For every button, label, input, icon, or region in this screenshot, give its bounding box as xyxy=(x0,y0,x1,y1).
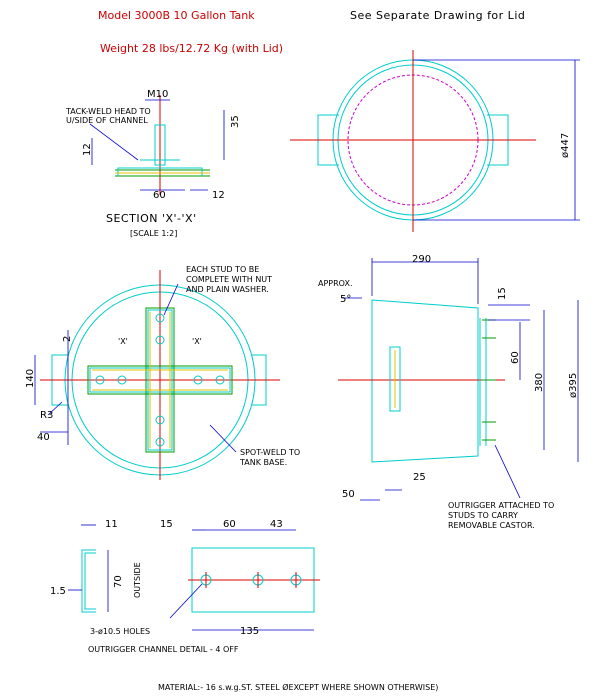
stud-note-2: COMPLETE WITH NUT xyxy=(186,275,272,284)
tack-weld-note-2: U/SIDE OF CHANNEL xyxy=(66,116,148,125)
dim-70: 70 xyxy=(113,575,124,588)
tack-weld-note-1: TACK-WELD HEAD TO xyxy=(65,107,151,116)
base-view: EACH STUD TO BE COMPLETE WITH NUT AND PL… xyxy=(25,265,300,480)
outrigger-note-3: REMOVABLE CASTOR. xyxy=(448,521,535,530)
dim-11: 11 xyxy=(105,519,118,530)
dim-15-side: 15 xyxy=(497,287,508,300)
dim-1-5: 1.5 xyxy=(50,586,66,597)
dim-12-vertical: 12 xyxy=(82,143,93,156)
side-view: APPROX. 5° 290 15 60 380 ø395 25 50 OUTR… xyxy=(318,254,579,530)
stud-note-3: AND PLAIN WASHER. xyxy=(186,285,269,294)
section-marker-left: 'X' xyxy=(118,337,128,346)
dim-60-side: 60 xyxy=(510,351,521,364)
outrigger-note-1: OUTRIGGER ATTACHED TO xyxy=(448,501,554,510)
weight-note: Weight 28 lbs/12.72 Kg (with Lid) xyxy=(100,42,283,55)
approx-note: APPROX. xyxy=(318,279,353,288)
dim-60-channel: 60 xyxy=(223,519,236,530)
lid-note: See Separate Drawing for Lid xyxy=(350,9,525,22)
dim-290: 290 xyxy=(412,254,431,265)
section-scale: [SCALE 1:2] xyxy=(130,229,177,238)
dim-380: 380 xyxy=(534,373,545,392)
dim-35: 35 xyxy=(230,115,241,128)
dim-43: 43 xyxy=(270,519,283,530)
stud-note-1: EACH STUD TO BE xyxy=(186,265,259,274)
dim-12-horizontal: 12 xyxy=(212,190,225,201)
channel-detail: 11 70 OUTSIDE 1.5 15 60 43 3-ø10.5 HOLES… xyxy=(50,519,320,654)
outrigger-note-2: STUDS TO CARRY xyxy=(448,511,518,520)
dim-135: 135 xyxy=(240,626,259,637)
top-view: ø447 xyxy=(290,50,580,232)
dim-15-channel: 15 xyxy=(160,519,173,530)
channel-detail-title: OUTRIGGER CHANNEL DETAIL - 4 OFF xyxy=(88,645,239,654)
studs xyxy=(95,313,225,447)
dim-447: ø447 xyxy=(560,133,571,158)
dim-r3: R3 xyxy=(40,410,53,421)
spot-weld-note-2: TANK BASE. xyxy=(239,458,287,467)
dim-2: 2 xyxy=(62,336,73,342)
dim-40: 40 xyxy=(37,432,50,443)
holes-note: 3-ø10.5 HOLES xyxy=(90,627,150,636)
angle-5: 5° xyxy=(340,294,351,305)
model-title: Model 3000B 10 Gallon Tank xyxy=(98,9,255,22)
material-note: MATERIAL:- 16 s.w.g.ST. STEEL ØEXCEPT WH… xyxy=(158,682,438,692)
section-xx-view: M10 TACK-WELD HEAD TO U/SIDE OF CHANNEL … xyxy=(65,89,241,238)
dim-395: ø395 xyxy=(568,373,579,398)
section-title: SECTION 'X'-'X' xyxy=(106,212,197,225)
dim-50: 50 xyxy=(342,489,355,500)
outside-label: OUTSIDE xyxy=(133,562,142,598)
dim-140: 140 xyxy=(25,369,36,388)
dim-60: 60 xyxy=(153,190,166,201)
dim-25: 25 xyxy=(413,472,426,483)
spot-weld-note-1: SPOT-WELD TO xyxy=(240,448,300,457)
section-marker-right: 'X' xyxy=(192,337,202,346)
m10-label: M10 xyxy=(147,89,168,100)
